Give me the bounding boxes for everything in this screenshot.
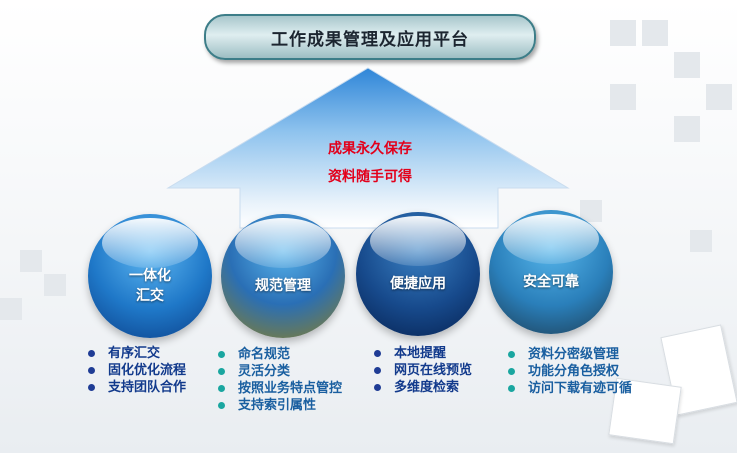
arrow-text-line1: 成果永久保存: [328, 141, 412, 157]
list-item: 有序汇交: [86, 345, 186, 362]
bullet-icon: [88, 350, 95, 357]
feature-list-1: 有序汇交 固化优化流程 支持团队合作: [86, 345, 186, 396]
sphere-label: 汇交: [136, 288, 164, 304]
list-item: 功能分角色授权: [506, 363, 632, 380]
sphere-label: 便捷应用: [390, 276, 446, 292]
bullet-icon: [218, 402, 225, 409]
list-item: 访问下载有迹可循: [506, 380, 632, 397]
list-item: 命名规范: [216, 346, 342, 363]
sphere-security: 安全可靠: [489, 210, 613, 334]
bullet-icon: [374, 367, 381, 374]
list-item: 固化优化流程: [86, 362, 186, 379]
feature-list-3: 本地提醒 网页在线预览 多维度检索: [372, 345, 472, 396]
bullet-icon: [508, 351, 515, 358]
bullet-icon: [88, 367, 95, 374]
list-item: 支持团队合作: [86, 379, 186, 396]
list-item: 多维度检索: [372, 379, 472, 396]
list-item: 按照业务特点管控: [216, 380, 342, 397]
sphere-label: 一体化: [129, 268, 171, 284]
sphere-standard-management: 规范管理: [221, 214, 345, 338]
list-item: 支持索引属性: [216, 397, 342, 414]
bullet-icon: [218, 385, 225, 392]
page-title: 工作成果管理及应用平台: [204, 14, 536, 60]
list-item: 本地提醒: [372, 345, 472, 362]
bullet-icon: [508, 385, 515, 392]
bullet-icon: [218, 368, 225, 375]
sphere-label: 安全可靠: [523, 274, 579, 290]
sphere-convenient-application: 便捷应用: [356, 212, 480, 336]
bullet-icon: [88, 384, 95, 391]
sphere-integrated-submission: 一体化 汇交: [88, 214, 212, 338]
bullet-icon: [374, 350, 381, 357]
list-item: 资料分密级管理: [506, 346, 632, 363]
feature-list-4: 资料分密级管理 功能分角色授权 访问下载有迹可循: [506, 346, 632, 397]
feature-list-2: 命名规范 灵活分类 按照业务特点管控 支持索引属性: [216, 346, 342, 414]
sphere-label: 规范管理: [255, 278, 311, 294]
bullet-icon: [218, 351, 225, 358]
list-item: 网页在线预览: [372, 362, 472, 379]
bullet-icon: [374, 384, 381, 391]
bullet-icon: [508, 368, 515, 375]
arrow-text-line2: 资料随手可得: [328, 169, 412, 185]
list-item: 灵活分类: [216, 363, 342, 380]
